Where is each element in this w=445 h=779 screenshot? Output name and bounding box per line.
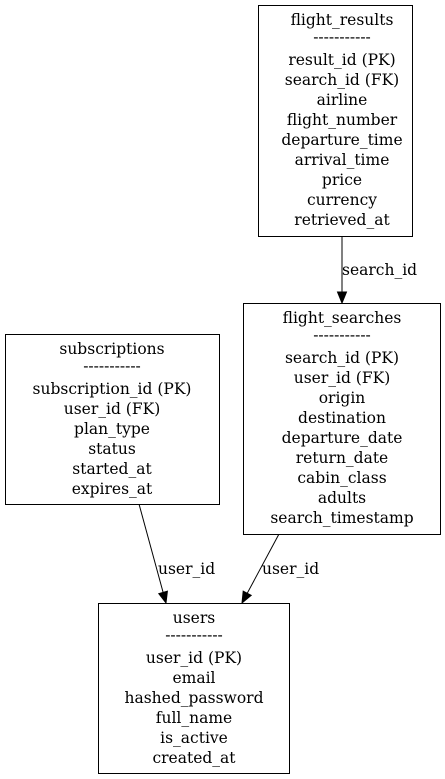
table-field: email [172, 669, 215, 687]
table-field: price [322, 171, 362, 189]
edge-label: user_id [262, 560, 319, 578]
arrowhead-icon [336, 291, 348, 305]
table-box [5, 334, 220, 505]
table-field: origin [319, 389, 366, 407]
table-separator: ----------- [313, 28, 371, 46]
table-field: currency [307, 191, 377, 209]
table-box [243, 303, 441, 535]
table-field: user_id (FK) [294, 369, 391, 387]
edge-label: search_id [342, 261, 417, 279]
table-field: search_timestamp [270, 509, 413, 527]
table-title: users [173, 609, 216, 627]
edge-subscriptions-to-users: user_id [138, 503, 215, 605]
table-field: departure_date [282, 429, 403, 447]
table-field: airline [317, 91, 368, 109]
table-title: flight_results [291, 11, 394, 29]
table-box [258, 5, 413, 237]
table-field: user_id (PK) [146, 649, 242, 667]
table-field: hashed_password [124, 689, 263, 707]
table-field: flight_number [287, 111, 398, 129]
table-field: search_id (PK) [285, 349, 399, 367]
table-field: arrival_time [295, 151, 390, 169]
table-field: started_at [72, 460, 152, 478]
table-node-flight-results: flight_results----------- result_id (PK) s… [258, 5, 413, 237]
edge-label: user_id [158, 560, 215, 578]
table-title: subscriptions [59, 340, 164, 358]
table-node-flight-searches: flight_searches----------- search_id (PK)… [243, 303, 441, 535]
table-field: expires_at [72, 480, 153, 498]
table-box [98, 603, 290, 774]
table-field: status [88, 440, 136, 458]
table-title: flight_searches [283, 309, 402, 327]
table-node-users: users----------- user_id (PK) email hashed_… [98, 603, 290, 774]
table-field: cabin_class [297, 469, 386, 487]
table-node-subscriptions: subscriptions----------- subscription_id … [5, 334, 220, 505]
edge-searches-to-users: user_id [241, 533, 319, 605]
table-field: retrieved_at [294, 211, 390, 229]
table-field: result_id (PK) [288, 51, 395, 69]
table-field: subscription_id (PK) [33, 380, 192, 398]
arrowhead-icon [157, 590, 168, 605]
table-separator: ----------- [83, 357, 141, 375]
table-field: return_date [296, 449, 389, 467]
arrowhead-icon [241, 590, 253, 605]
table-field: is_active [160, 729, 228, 747]
table-separator: ----------- [165, 626, 223, 644]
nodes-layer: flight_results-----------result_id (PK)s… [5, 5, 441, 774]
table-field: destination [298, 409, 386, 427]
edge-results-to-searches: search_id [336, 236, 417, 305]
table-field: user_id (FK) [64, 400, 161, 418]
edge-line [138, 503, 164, 593]
edge-line [246, 533, 280, 594]
table-field: departure_time [281, 131, 402, 149]
edges-layer: search_id user_id user_id [138, 236, 417, 605]
table-field: plan_type [74, 420, 150, 438]
table-field: created_at [152, 749, 236, 767]
table-field: full_name [156, 709, 232, 727]
table-separator: ----------- [313, 326, 371, 344]
table-field: search_id (FK) [285, 71, 399, 89]
table-field: adults [318, 489, 366, 507]
